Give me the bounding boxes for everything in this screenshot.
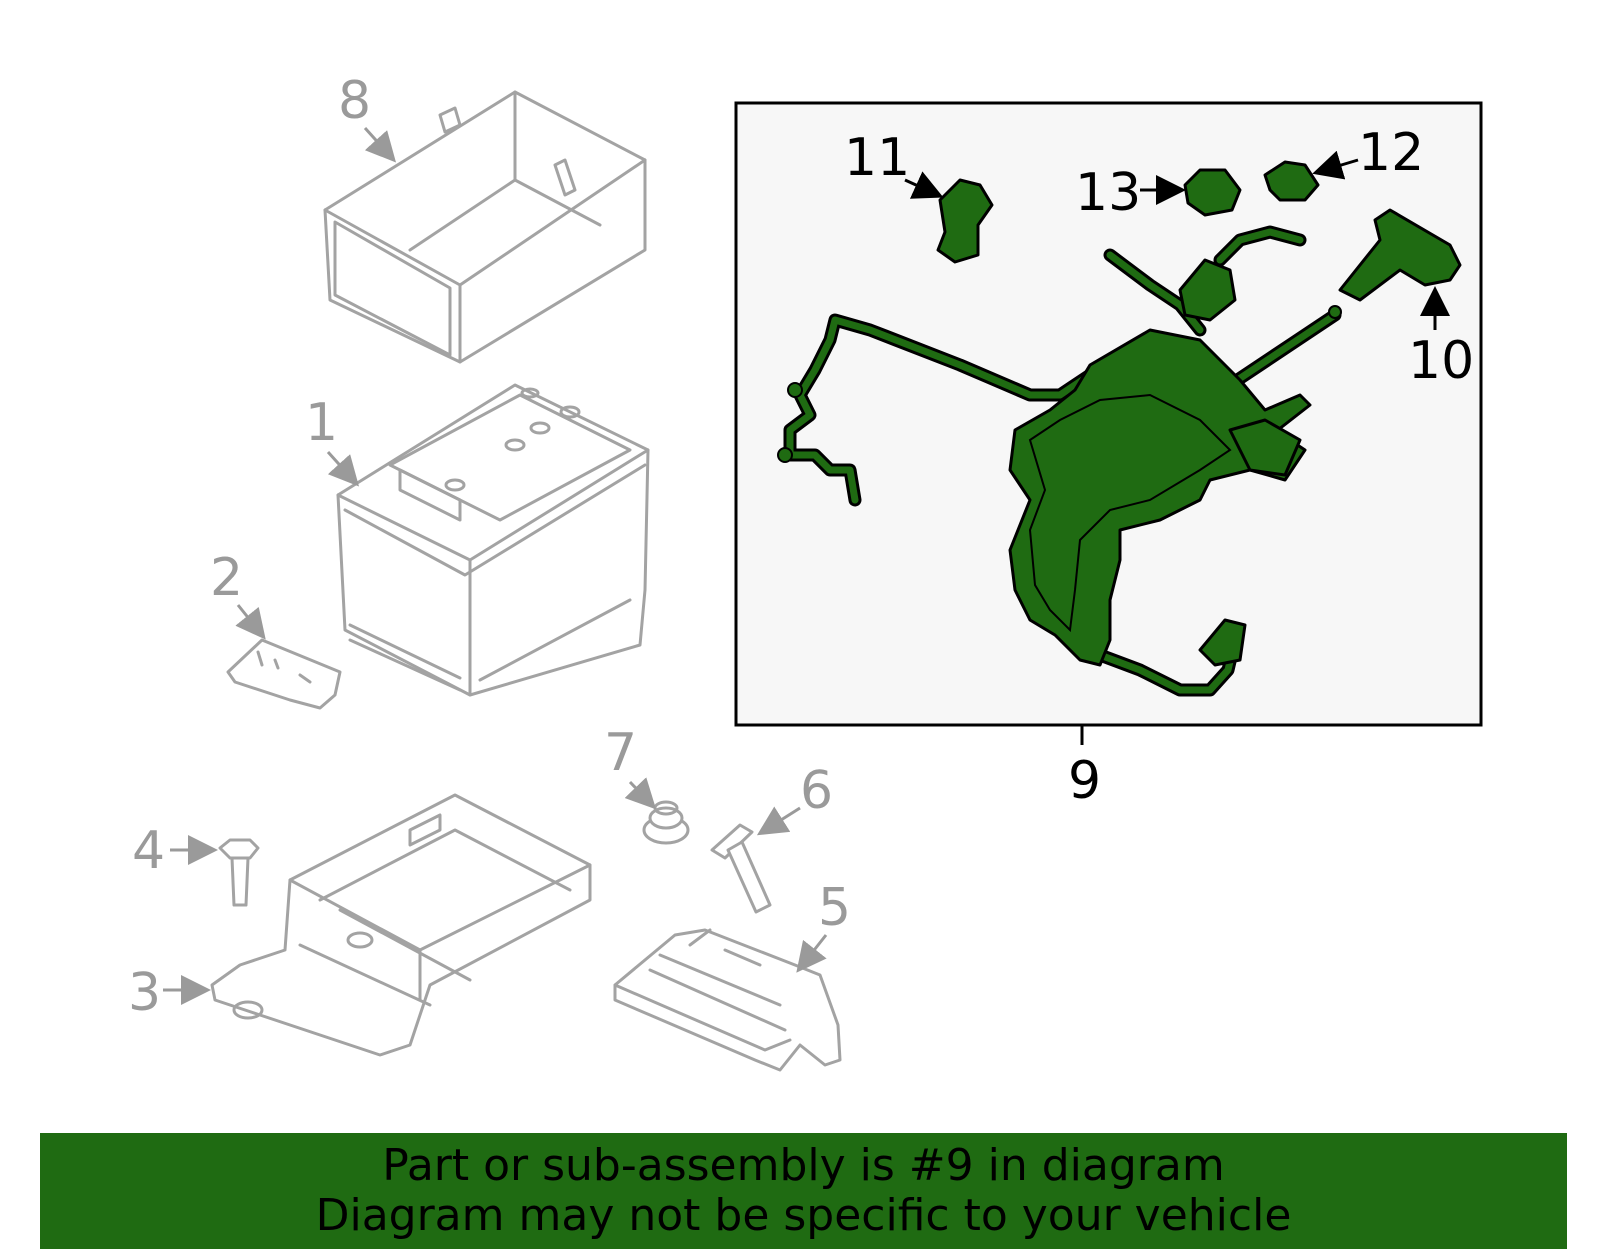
nut-part-7[interactable] <box>642 800 690 845</box>
callout-9[interactable]: 9 <box>1068 751 1101 811</box>
cap-part-12[interactable] <box>1263 160 1320 202</box>
info-banner: Part or sub-assembly is #9 in diagram Di… <box>40 1133 1567 1249</box>
callout-11[interactable]: 11 <box>844 128 910 188</box>
callout-4[interactable]: 4 <box>132 821 165 881</box>
battery-cover-part-8[interactable] <box>323 90 647 364</box>
battery-part-1[interactable] <box>336 383 650 697</box>
callout-6[interactable]: 6 <box>800 761 833 821</box>
callout-10[interactable]: 10 <box>1408 331 1474 391</box>
callout-3[interactable]: 3 <box>128 963 161 1023</box>
bolt-part-4[interactable] <box>218 838 260 907</box>
callout-8[interactable]: 8 <box>338 71 371 131</box>
cap-part-13[interactable] <box>1183 168 1242 217</box>
callout-12[interactable]: 12 <box>1358 123 1424 183</box>
bolt-part-6[interactable] <box>710 823 772 914</box>
banner-line-2: Diagram may not be specific to your vehi… <box>315 1190 1292 1241</box>
lower-bracket-part-5[interactable] <box>613 928 842 1072</box>
hold-down-bracket-part-2[interactable] <box>226 638 342 710</box>
parts-diagram: 8 1 2 7 6 4 <box>128 71 1483 1072</box>
callout-13[interactable]: 13 <box>1075 163 1141 223</box>
banner-line-1: Part or sub-assembly is #9 in diagram <box>382 1140 1225 1191</box>
battery-tray-part-3[interactable] <box>210 793 592 1057</box>
wiring-harness-part-9[interactable] <box>777 225 1342 697</box>
callout-5[interactable]: 5 <box>818 878 851 938</box>
connector-part-10[interactable] <box>1338 208 1462 302</box>
callout-2[interactable]: 2 <box>210 548 243 608</box>
callout-7[interactable]: 7 <box>604 723 637 783</box>
clip-part-11[interactable] <box>936 178 994 264</box>
callout-1[interactable]: 1 <box>305 393 338 453</box>
